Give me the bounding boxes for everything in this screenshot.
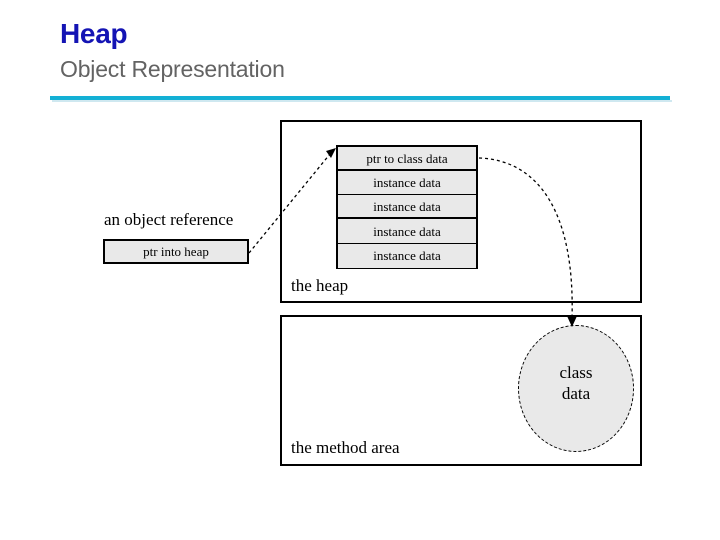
object-reference-caption: an object reference — [104, 210, 234, 229]
page-subtitle: Object Representation — [60, 56, 285, 82]
heap-region-label: the heap — [291, 276, 349, 295]
class-data-ellipse — [518, 325, 634, 452]
object-slot-instance-data: instance data — [338, 220, 476, 244]
title-divider-shadow — [52, 100, 672, 102]
method-area-region-label: the method area — [291, 438, 400, 457]
class-data-label-line2: data — [561, 384, 591, 404]
class-data-label: class data — [518, 362, 634, 405]
object-slot-instance-data: instance data — [338, 195, 476, 219]
class-data-label-line1: class — [559, 363, 593, 382]
page-title: Heap — [60, 18, 128, 49]
object-slot-instance-data: instance data — [338, 244, 476, 268]
object-slot-class-pointer: ptr to class data — [338, 147, 476, 171]
object-layout-box: ptr to class data instance data instance… — [336, 145, 478, 269]
object-slot-instance-data: instance data — [338, 171, 476, 195]
title-divider — [50, 96, 670, 100]
object-reference-box: ptr into heap — [103, 239, 249, 264]
